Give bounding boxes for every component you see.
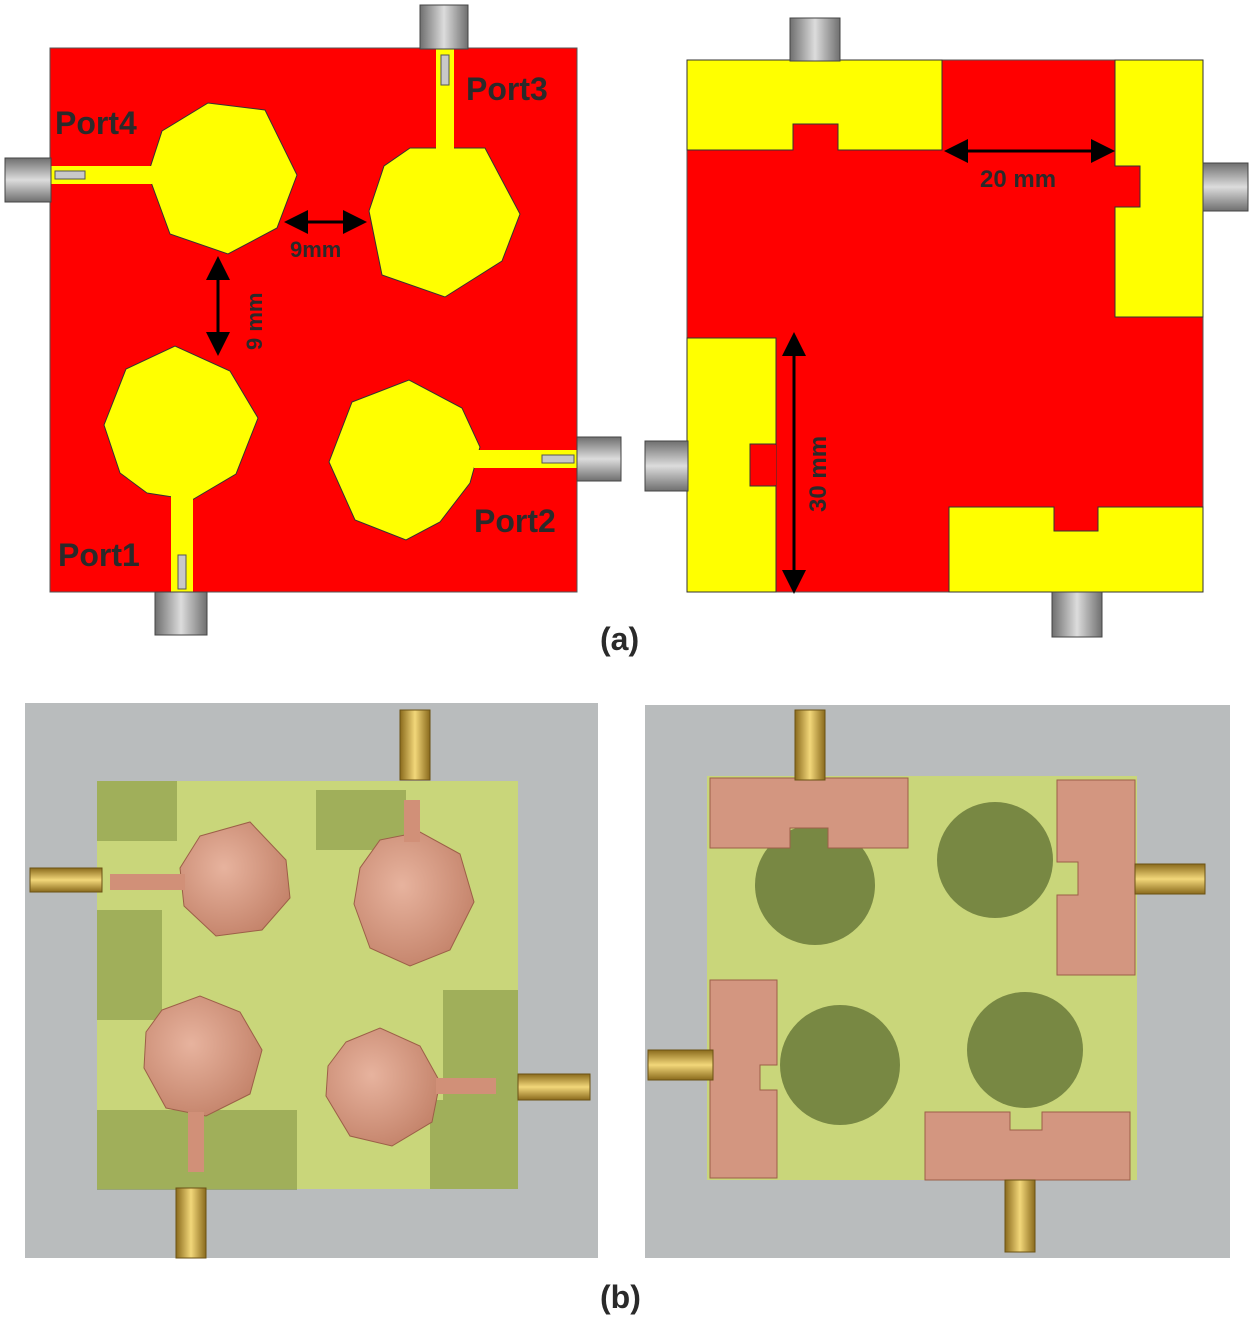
photo-patch-bottom-left xyxy=(143,995,263,1117)
back-photo-sma-left xyxy=(647,1049,714,1081)
horizontal-gap-label: 9mm xyxy=(290,237,341,262)
port2-label: Port2 xyxy=(474,503,556,539)
shadow-bottom-right xyxy=(430,1100,518,1189)
photo-sma-bottom xyxy=(175,1187,207,1259)
panel-a-caption: (a) xyxy=(600,621,639,657)
shadow-top-left xyxy=(97,781,177,841)
front-prototype-photo xyxy=(25,703,598,1259)
photo-patch-bottom-right xyxy=(325,1027,441,1147)
shadow-patch-top-left xyxy=(755,825,875,945)
vertical-gap-label: 9 mm xyxy=(242,293,267,350)
port4-connector-pin xyxy=(54,170,86,180)
horizontal-dimension-label: 20 mm xyxy=(980,166,1056,193)
shadow-patch-top-right xyxy=(937,802,1053,918)
photo-feed-bottom-left xyxy=(188,1112,204,1172)
photo-stub-bottom xyxy=(924,1111,1131,1181)
shadow-patch-bottom-right xyxy=(967,992,1083,1108)
back-view-diagram: 20 mm 30 mm xyxy=(644,17,1249,638)
port3-octagon-patch xyxy=(368,147,521,298)
photo-stub-top xyxy=(709,777,909,849)
back-photo-sma-top xyxy=(794,709,826,781)
back-prototype-photo xyxy=(645,705,1230,1258)
back-right-connector xyxy=(1202,162,1249,212)
photo-sma-right xyxy=(517,1073,591,1101)
photo-sma-top xyxy=(399,709,431,781)
port2-octagon-patch xyxy=(328,379,481,541)
port4-sma-connector xyxy=(4,157,52,203)
back-bottom-connector xyxy=(1051,591,1103,638)
port3-connector-pin xyxy=(440,54,450,86)
back-photo-sma-bottom xyxy=(1004,1179,1036,1253)
photo-feed-bottom-right xyxy=(436,1078,496,1094)
port3-sma-connector xyxy=(419,4,469,50)
port1-feedline xyxy=(171,494,193,592)
port1-label: Port1 xyxy=(58,537,140,573)
port2-sma-connector xyxy=(576,436,622,482)
port4-octagon-patch xyxy=(147,102,298,255)
panel-b-caption: (b) xyxy=(600,1279,641,1315)
top-ground-stub xyxy=(686,59,943,151)
back-photo-sma-right xyxy=(1134,863,1206,895)
port1-octagon-patch xyxy=(103,345,259,501)
back-left-connector xyxy=(644,440,689,492)
photo-feed-top-right xyxy=(404,800,420,842)
right-ground-stub xyxy=(1114,59,1204,318)
left-ground-notch xyxy=(751,445,776,485)
left-ground-stub xyxy=(686,337,777,593)
photo-feed-top-left xyxy=(110,874,185,890)
port1-patch-antenna xyxy=(103,345,259,592)
vertical-dimension-label: 30 mm xyxy=(805,436,832,512)
port1-connector-pin xyxy=(177,554,187,590)
shadow-left xyxy=(97,910,162,1020)
port3-label: Port3 xyxy=(466,71,548,107)
port4-label: Port4 xyxy=(55,105,137,141)
bottom-ground-stub xyxy=(948,506,1204,593)
photo-sma-left xyxy=(29,867,103,893)
port1-sma-connector xyxy=(154,591,208,636)
back-top-connector xyxy=(789,17,841,62)
front-substrate xyxy=(49,47,578,593)
photo-stub-right xyxy=(1056,779,1136,976)
photo-stub-left xyxy=(709,979,778,1179)
shadow-patch-bottom-left xyxy=(780,1005,900,1125)
photo-patch-top-right xyxy=(353,831,475,967)
port2-connector-pin xyxy=(541,454,575,464)
front-view-diagram: Port4 Port3 Port1 Port2 9mm 9 mm xyxy=(4,4,622,636)
